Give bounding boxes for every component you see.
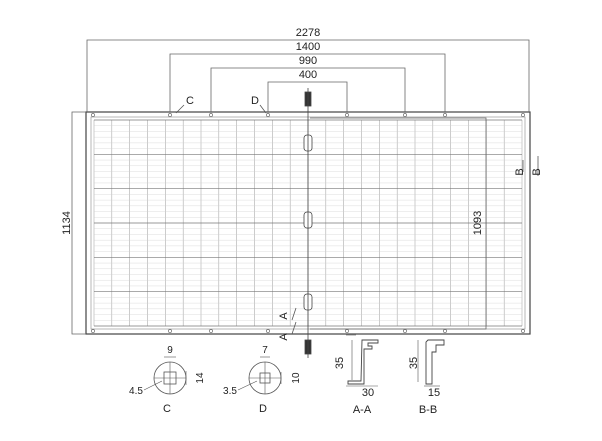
mounting-hole	[521, 113, 525, 117]
section-a-a: 35 30 A-A	[334, 334, 379, 416]
detail-d-left: 3.5	[223, 386, 237, 397]
dim-line-1400	[169, 53, 446, 112]
detail-d: 7 10 3.5 D	[223, 345, 302, 415]
dim-1093: 1093	[472, 211, 484, 235]
mounting-hole	[443, 113, 447, 117]
dim-1400: 1400	[296, 41, 320, 53]
detail-c-caption: C	[163, 403, 171, 415]
detail-c: 9 14 4.5 C	[129, 345, 206, 415]
detail-c-left: 4.5	[129, 386, 143, 397]
section-a-a-height: 35	[334, 357, 346, 369]
marker-a-top: A	[278, 312, 290, 320]
detail-d-top: 7	[262, 345, 268, 356]
section-b-b: 35 15 B-B	[408, 339, 445, 416]
mounting-hole	[521, 329, 525, 333]
detail-c-top: 9	[167, 345, 173, 356]
marker-b-right: B	[531, 168, 543, 175]
marker-d: D	[251, 95, 259, 107]
section-a-a-width: 30	[362, 387, 374, 399]
mounting-hole	[168, 113, 172, 117]
mounting-hole	[209, 113, 213, 117]
section-a-a-caption: A-A	[353, 404, 372, 416]
section-leaders	[175, 104, 539, 335]
marker-c: C	[186, 95, 194, 107]
dim-line-2278	[86, 39, 530, 112]
detail-c-side: 14	[195, 372, 206, 384]
detail-d-side: 10	[291, 372, 302, 384]
mounting-hole	[403, 113, 407, 117]
mounting-hole	[209, 329, 213, 333]
section-b-b-height: 35	[408, 357, 420, 369]
dim-990: 990	[299, 55, 317, 67]
mounting-hole	[168, 329, 172, 333]
dim-2278: 2278	[296, 27, 320, 39]
dim-line-400	[267, 81, 348, 112]
mounting-hole	[91, 113, 95, 117]
section-b-b-caption: B-B	[419, 404, 437, 416]
marker-a-bottom: A	[278, 333, 290, 341]
dim-1134: 1134	[61, 211, 73, 235]
mounting-hole	[266, 113, 270, 117]
section-b-b-width: 15	[428, 387, 440, 399]
detail-d-caption: D	[259, 403, 267, 415]
top-dimension-lines	[86, 39, 530, 112]
marker-b-left: B	[514, 168, 526, 175]
dim-line-1093	[310, 117, 487, 330]
dim-400: 400	[299, 69, 317, 81]
mounting-hole	[91, 329, 95, 333]
dim-line-1134	[71, 111, 86, 335]
mounting-hole	[266, 329, 270, 333]
mounting-hole	[345, 113, 349, 117]
dim-line-990	[210, 67, 406, 112]
